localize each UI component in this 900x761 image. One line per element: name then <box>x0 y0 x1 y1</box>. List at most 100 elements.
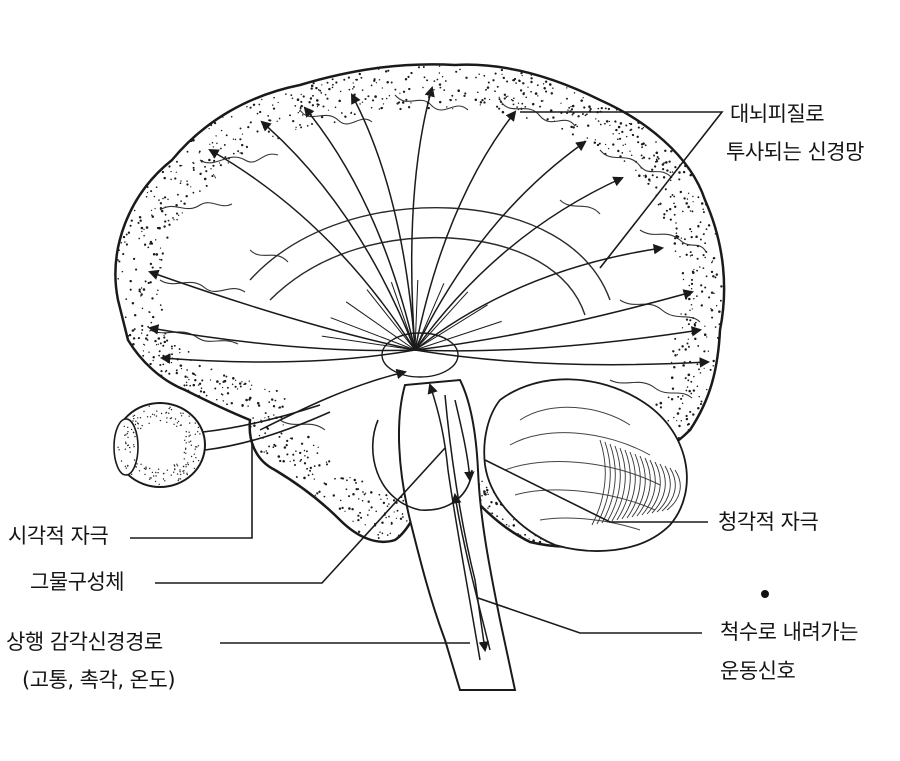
stipple-dot <box>379 531 381 533</box>
stipple-dot <box>512 103 515 106</box>
stipple-dot <box>294 105 297 107</box>
eye-stipple-dot <box>149 477 151 479</box>
stipple-dot <box>668 207 672 211</box>
stipple-dot <box>653 154 655 157</box>
eye-stipple-dot <box>187 462 189 464</box>
stipple-dot <box>538 540 542 544</box>
stipple-dot <box>619 137 622 140</box>
projection-arrow <box>260 120 416 351</box>
stipple-dot <box>693 298 695 300</box>
stipple-dot <box>241 381 243 383</box>
stipple-dot <box>378 79 381 81</box>
stipple-dot <box>170 361 173 364</box>
stipple-dot <box>692 271 695 275</box>
stipple-dot <box>669 179 672 182</box>
projection-arrow <box>159 349 416 364</box>
eye-stipple-dot <box>187 463 189 466</box>
stipple-dot <box>344 510 346 512</box>
stipple-dot <box>664 149 667 153</box>
stipple-dot <box>401 516 404 518</box>
stipple-dot <box>642 126 645 129</box>
stipple-dot <box>300 100 303 103</box>
fan-line <box>321 335 416 351</box>
stipple-dot <box>283 397 286 400</box>
stipple-dot <box>655 176 659 179</box>
stipple-dot <box>295 128 297 130</box>
stipple-dot <box>436 78 439 81</box>
stipple-dot <box>278 117 281 120</box>
stipple-dot <box>488 505 491 508</box>
stipple-dot <box>475 76 477 79</box>
stipple-dot <box>360 516 363 519</box>
eye-stipple-dot <box>180 424 182 426</box>
stipple-dot <box>438 83 442 86</box>
stipple-dot <box>264 432 267 435</box>
stipple-dot <box>146 186 149 189</box>
eye-stipple-dot <box>143 467 146 470</box>
stipple-dot <box>264 388 266 391</box>
stipple-dot <box>303 462 307 465</box>
eye-stipple-dot <box>133 446 135 448</box>
stipple-dot <box>695 235 698 238</box>
stipple-dot <box>314 494 316 496</box>
stipple-dot <box>146 334 149 337</box>
label-reticular: 그물구성체 <box>30 570 125 594</box>
stipple-dot <box>573 92 576 94</box>
stipple-dot <box>131 302 135 305</box>
eye-stipple-dot <box>168 407 170 410</box>
stipple-dot <box>305 450 308 453</box>
projection-arrow <box>414 244 665 351</box>
stipple-dot <box>358 72 361 76</box>
stipple-dot <box>144 280 147 283</box>
stipple-dot <box>160 258 163 261</box>
stipple-dot <box>708 296 711 299</box>
stipple-dot <box>702 211 705 214</box>
stipple-dot <box>236 388 239 390</box>
stipple-dot <box>661 167 665 171</box>
stipple-dot <box>503 97 506 100</box>
stipple-dot <box>205 394 208 397</box>
stipple-dot <box>508 525 510 527</box>
stipple-dot <box>164 213 167 216</box>
stipple-dot <box>154 239 157 241</box>
stipple-dot <box>265 450 268 452</box>
eye-stipple-dot <box>125 434 127 436</box>
stipple-dot <box>517 102 520 104</box>
stipple-dot <box>443 89 446 92</box>
stipple-dot <box>483 97 486 100</box>
stipple-dot <box>212 174 215 176</box>
stipple-dot <box>598 142 601 145</box>
stipple-dot <box>170 178 172 181</box>
stipple-dot <box>313 478 315 480</box>
stipple-dot <box>150 209 153 212</box>
stipple-dot <box>321 84 323 86</box>
stipple-dot <box>675 232 678 234</box>
stipple-dot <box>488 98 491 101</box>
stipple-dot <box>678 348 681 351</box>
stipple-dot <box>359 103 361 105</box>
stipple-dot <box>256 112 259 115</box>
label-motor-line2: 운동신호 <box>720 659 796 683</box>
stipple-dot <box>402 90 406 93</box>
stipple-dot <box>659 406 662 409</box>
stipple-dot <box>679 190 682 194</box>
eye-stipple-dot <box>125 441 127 443</box>
eye-stipple-dot <box>124 434 126 436</box>
stipple-dot <box>586 113 588 116</box>
stipple-dot <box>156 293 158 296</box>
stipple-dot <box>143 228 145 231</box>
stipple-dot <box>168 223 171 226</box>
stipple-dot <box>230 402 233 405</box>
stipple-dot <box>595 118 597 120</box>
stipple-dot <box>515 82 517 84</box>
stipple-dot <box>426 79 429 82</box>
stipple-dot <box>678 424 681 428</box>
stipple-dot <box>685 414 688 418</box>
stipple-dot <box>355 78 358 81</box>
eye-stipple-dot <box>162 478 165 480</box>
stipple-dot <box>168 353 170 356</box>
stipple-dot <box>307 474 310 477</box>
stipple-dot <box>706 336 708 338</box>
eye-stipple-dot <box>194 448 196 450</box>
eye-stipple-dot <box>130 428 133 431</box>
